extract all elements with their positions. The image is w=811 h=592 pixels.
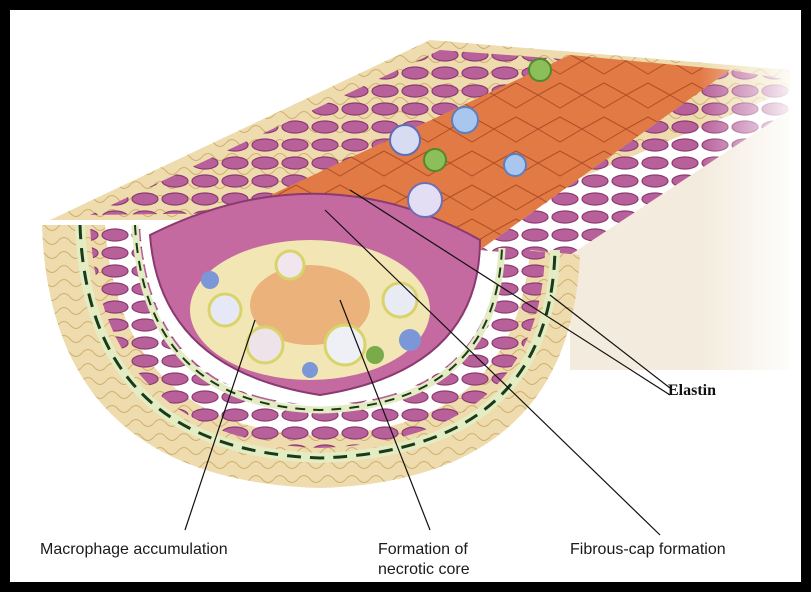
- necrotic-core-label-line1: Formation of: [378, 540, 468, 560]
- fibrous-cap-label: Fibrous-cap formation: [570, 540, 726, 560]
- diagram-frame: Elastin Macrophage accumulation Formatio…: [10, 10, 801, 582]
- elastin-label: Elastin: [668, 382, 716, 400]
- necrotic-core-label-line2: necrotic core: [378, 560, 470, 580]
- artery-illustration: [10, 10, 801, 582]
- macrophage-accumulation-label: Macrophage accumulation: [40, 540, 228, 560]
